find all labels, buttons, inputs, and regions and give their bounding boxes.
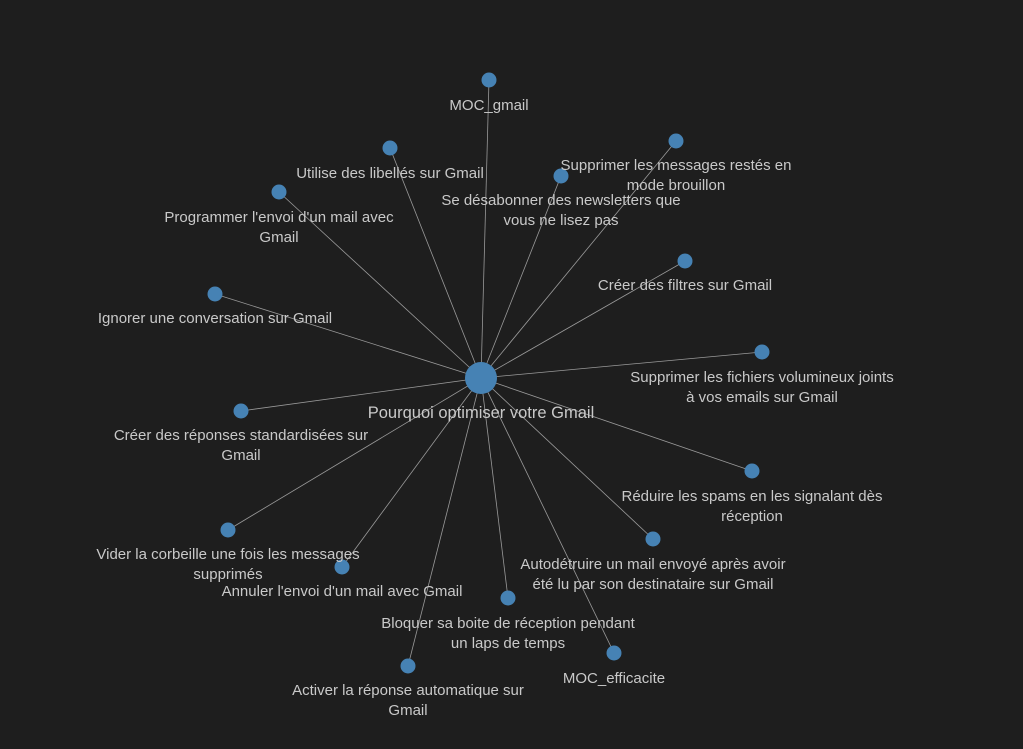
node-label-center: Pourquoi optimiser votre Gmail xyxy=(368,404,595,422)
node-reponse-auto[interactable] xyxy=(400,658,416,674)
node-programmer[interactable] xyxy=(271,184,287,200)
node-label-libelles: Utilise des libellés sur Gmail xyxy=(296,165,484,182)
node-label-autodetruire: été lu par son destinataire sur Gmail xyxy=(533,576,774,593)
node-label-corbeille: supprimés xyxy=(193,566,262,583)
edge-filtres xyxy=(480,260,686,379)
node-moc-efficacite[interactable] xyxy=(606,645,622,661)
edge-reponse-auto xyxy=(407,377,482,667)
edge-desabonner xyxy=(480,175,562,379)
node-reponses-standard[interactable] xyxy=(233,403,249,419)
node-label-desabonner: vous ne lisez pas xyxy=(503,212,618,229)
node-corbeille[interactable] xyxy=(220,522,236,538)
node-label-reponse-auto: Activer la réponse automatique sur xyxy=(292,682,524,699)
edge-ignorer xyxy=(214,293,482,379)
edge-libelles xyxy=(389,147,482,379)
node-label-bloquer: Bloquer sa boite de réception pendant xyxy=(381,615,635,632)
node-bloquer[interactable] xyxy=(500,590,516,606)
node-label-autodetruire: Autodétruire un mail envoyé après avoir xyxy=(520,556,785,573)
node-label-desabonner: Se désabonner des newsletters que xyxy=(441,192,680,209)
node-ignorer[interactable] xyxy=(207,286,223,302)
edge-corbeille xyxy=(227,377,482,531)
node-label-reponses-standard: Gmail xyxy=(221,447,260,464)
edge-supprimer-brouillon xyxy=(480,140,677,379)
node-label-programmer: Programmer l'envoi d'un mail avec xyxy=(164,209,394,226)
node-label-corbeille: Vider la corbeille une fois les messages xyxy=(96,546,359,563)
graph-edges xyxy=(214,79,763,667)
edge-annuler-envoi xyxy=(341,377,482,568)
node-label-reponse-auto: Gmail xyxy=(388,702,427,719)
node-label-moc-gmail: MOC_gmail xyxy=(449,97,528,114)
node-label-spams: Réduire les spams en les signalant dès xyxy=(622,488,883,505)
edge-bloquer xyxy=(480,377,509,599)
node-filtres[interactable] xyxy=(677,253,693,269)
node-desabonner[interactable] xyxy=(553,168,569,184)
node-spams[interactable] xyxy=(744,463,760,479)
edge-spams xyxy=(480,377,753,472)
node-label-programmer: Gmail xyxy=(259,229,298,246)
edge-programmer xyxy=(278,191,482,379)
node-label-filtres: Créer des filtres sur Gmail xyxy=(598,277,772,294)
node-libelles[interactable] xyxy=(382,140,398,156)
edge-moc-efficacite xyxy=(480,377,615,654)
edge-reponses-standard xyxy=(240,377,482,412)
node-moc-gmail[interactable] xyxy=(481,72,497,88)
node-annuler-envoi[interactable] xyxy=(334,559,350,575)
node-label-bloquer: un laps de temps xyxy=(451,635,565,652)
node-fichiers-volumineux[interactable] xyxy=(754,344,770,360)
node-label-moc-efficacite: MOC_efficacite xyxy=(563,670,665,687)
node-autodetruire[interactable] xyxy=(645,531,661,547)
node-label-supprimer-brouillon: Supprimer les messages restés en xyxy=(561,157,792,174)
node-label-supprimer-brouillon: mode brouillon xyxy=(627,177,725,194)
node-label-reponses-standard: Créer des réponses standardisées sur xyxy=(114,427,368,444)
node-label-annuler-envoi: Annuler l'envoi d'un mail avec Gmail xyxy=(222,583,463,600)
node-label-spams: réception xyxy=(721,508,783,525)
node-label-ignorer: Ignorer une conversation sur Gmail xyxy=(98,310,332,327)
edge-fichiers-volumineux xyxy=(480,351,763,379)
edge-moc-gmail xyxy=(480,79,490,379)
node-label-fichiers-volumineux: Supprimer les fichiers volumineux joints xyxy=(630,369,893,386)
node-supprimer-brouillon[interactable] xyxy=(668,133,684,149)
node-center[interactable] xyxy=(465,362,497,394)
edge-autodetruire xyxy=(480,377,654,540)
graph-nodes xyxy=(207,72,770,674)
node-label-fichiers-volumineux: à vos emails sur Gmail xyxy=(686,389,838,406)
